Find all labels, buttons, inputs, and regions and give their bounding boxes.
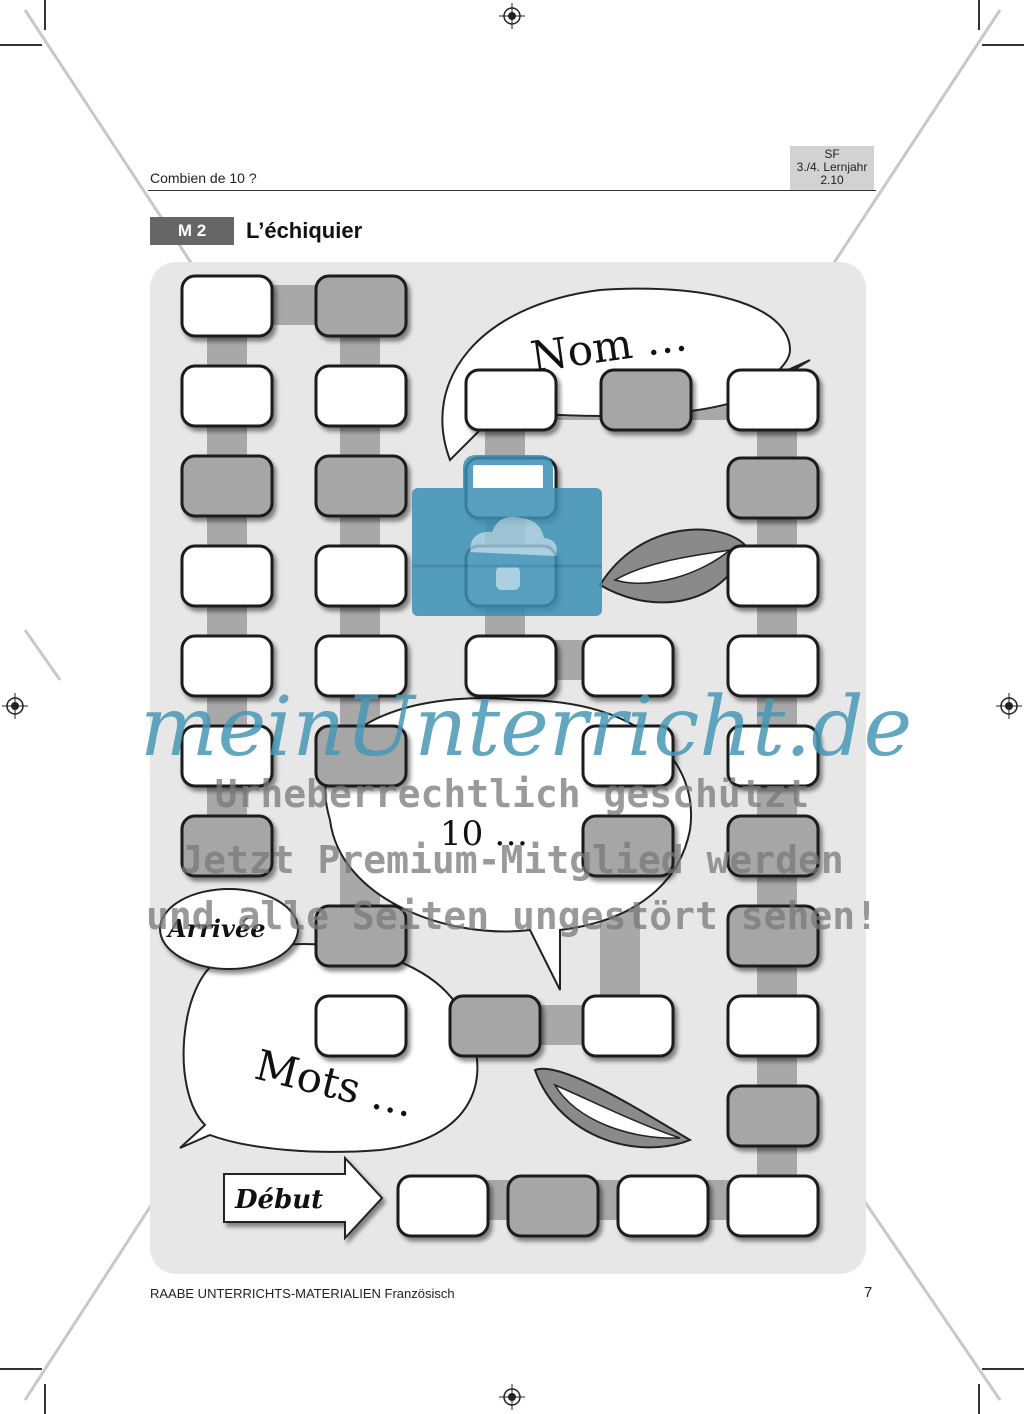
board-squares-white bbox=[180, 274, 820, 1238]
crop-mark bbox=[982, 44, 1024, 46]
unit-title: Combien de 10 ? bbox=[150, 170, 257, 186]
crop-mark bbox=[44, 1384, 46, 1414]
watermark-line-2: Jetzt Premium-Mitglied werden bbox=[180, 838, 844, 882]
publisher-footer: RAABE UNTERRICHTS-MATERIALIEN Französisc… bbox=[150, 1286, 455, 1301]
watermark-logo: meinUnterricht.de bbox=[140, 680, 913, 775]
start-label: Début bbox=[234, 1185, 323, 1215]
sheet-title: L’échiquier bbox=[246, 218, 363, 243]
finish-label: Arrivée bbox=[166, 914, 266, 943]
crop-mark bbox=[978, 0, 980, 30]
material-label: M 2 bbox=[150, 217, 234, 245]
watermark-line-3: und alle Seiten ungestört sehen! bbox=[145, 894, 879, 938]
start-arrow bbox=[223, 1155, 384, 1241]
crop-mark bbox=[0, 1368, 42, 1370]
subject-tag: SF 3./4. Lernjahr 2.10 bbox=[790, 146, 874, 190]
page-number: 7 bbox=[864, 1284, 873, 1301]
registration-mark-icon bbox=[499, 3, 525, 29]
registration-mark-icon bbox=[2, 693, 28, 719]
tag-subject: SF bbox=[824, 147, 840, 161]
briefcase-watermark-icon bbox=[412, 455, 602, 616]
lips-icon bbox=[533, 1067, 693, 1149]
crop-mark bbox=[982, 1368, 1024, 1370]
crop-mark bbox=[0, 44, 42, 46]
tag-number: 2.10 bbox=[820, 173, 844, 187]
bubble-text-ten: 10 … bbox=[440, 814, 528, 854]
board-squares-grey bbox=[180, 274, 820, 1238]
registration-mark-icon bbox=[499, 1384, 525, 1410]
header-rule bbox=[148, 190, 876, 191]
crop-mark bbox=[44, 0, 46, 30]
registration-mark-icon bbox=[996, 693, 1022, 719]
tag-year: 3./4. Lernjahr bbox=[796, 160, 868, 174]
watermark-line-1: Urheberrechtlich geschützt bbox=[214, 772, 810, 816]
finish-oval bbox=[159, 888, 299, 970]
crop-mark bbox=[978, 1384, 980, 1414]
